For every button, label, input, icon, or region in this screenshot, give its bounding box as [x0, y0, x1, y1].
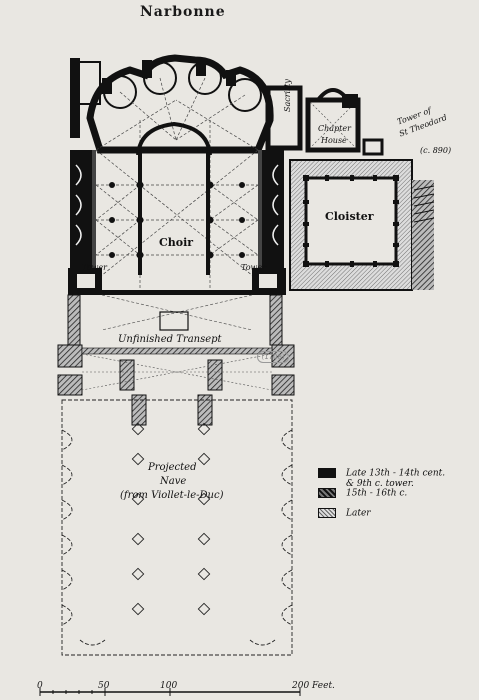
choir-vaulting [95, 77, 259, 290]
cloister-walks [289, 159, 413, 291]
choir-piers [109, 147, 245, 259]
legend-row-late: Late 13th - 14th cent. [318, 468, 445, 479]
label-projected: Projected [148, 462, 197, 473]
legend-row-later: Later [318, 508, 371, 519]
legend-swatch-15th [318, 488, 336, 498]
chapter-house-room [305, 97, 361, 153]
legend-label-late: Late 13th - 14th cent. [346, 468, 446, 479]
legend-label-15th: 15th - 16th c. [346, 488, 408, 499]
label-house: House [321, 136, 347, 145]
legend-swatch-later [318, 508, 336, 518]
cloister-east-range [412, 180, 434, 290]
label-sacristy: Sacristy [283, 79, 292, 112]
scale-tick-0: 0 [37, 681, 43, 691]
label-tower-right: Tower [241, 263, 266, 272]
north-chapel [75, 61, 101, 105]
label-nave: Nave [160, 476, 187, 487]
label-viollet-le-duc: (from Viollet-le-Duc) [120, 490, 224, 501]
scale-tick-50: 50 [98, 681, 110, 691]
choir-screen-left [138, 150, 142, 275]
scale-tick-100: 100 [160, 681, 178, 691]
label-tower-st-theodard-3: (c. 890) [420, 146, 452, 155]
scale-tick-200: 200 Feet. [292, 681, 335, 691]
transept-porch [159, 311, 189, 331]
legend-label-later: Later [346, 508, 371, 519]
legend-swatch-late [318, 468, 336, 478]
apse-chapels [86, 54, 274, 154]
choir-apse-screen [136, 121, 212, 156]
chapter-house-corner [342, 94, 358, 108]
choir-west-wall [68, 290, 286, 295]
plan-title: Narbonne [140, 4, 226, 20]
stamp-note: (1708) [257, 351, 289, 363]
label-cloister: Cloister [325, 210, 374, 223]
projected-nave [61, 399, 293, 656]
cloister-east-stair [413, 185, 435, 223]
chapter-house-vault [309, 101, 357, 149]
label-tower-left: Tower [82, 263, 107, 272]
choir-screen-right [206, 150, 210, 275]
tower-st-theodard-block [362, 138, 384, 156]
projected-nave-piers [131, 422, 211, 616]
unfinished-transept [57, 294, 295, 426]
side-chapels [70, 150, 284, 280]
legend-label-late-2: & 9th c. tower. [346, 479, 414, 489]
label-chapter: Chapter [318, 124, 351, 133]
side-chapel-arches [75, 164, 279, 246]
sacristy-room [265, 85, 303, 151]
legend-row-late-2: & 9th c. tower. [346, 479, 414, 489]
legend-row-15th: 15th - 16th c. [318, 488, 407, 499]
scale-bar [39, 688, 301, 696]
label-unfinished-transept: Unfinished Transept [118, 334, 222, 345]
transept-vault-lines [81, 353, 273, 391]
label-choir: Choir [159, 236, 194, 249]
